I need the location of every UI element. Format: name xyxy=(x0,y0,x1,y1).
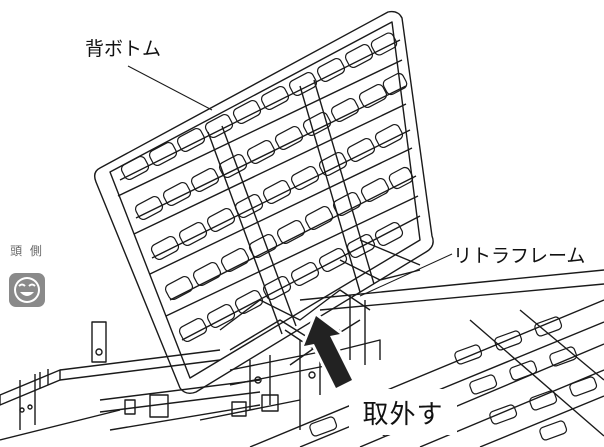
remove-label: 取外す xyxy=(349,389,457,435)
lift-frame-label: リトラフレーム xyxy=(453,245,586,267)
leader-lift-frame xyxy=(359,253,453,297)
smiling-face-icon xyxy=(9,273,45,307)
back-bottom-label: 背ボトム xyxy=(85,38,162,60)
head-side-label: 頭 側 xyxy=(10,244,44,258)
leader-back-bottom xyxy=(127,65,213,111)
up-arrow-icon xyxy=(301,313,355,391)
base-frame xyxy=(0,321,301,441)
back-bottom-panel xyxy=(93,10,434,395)
